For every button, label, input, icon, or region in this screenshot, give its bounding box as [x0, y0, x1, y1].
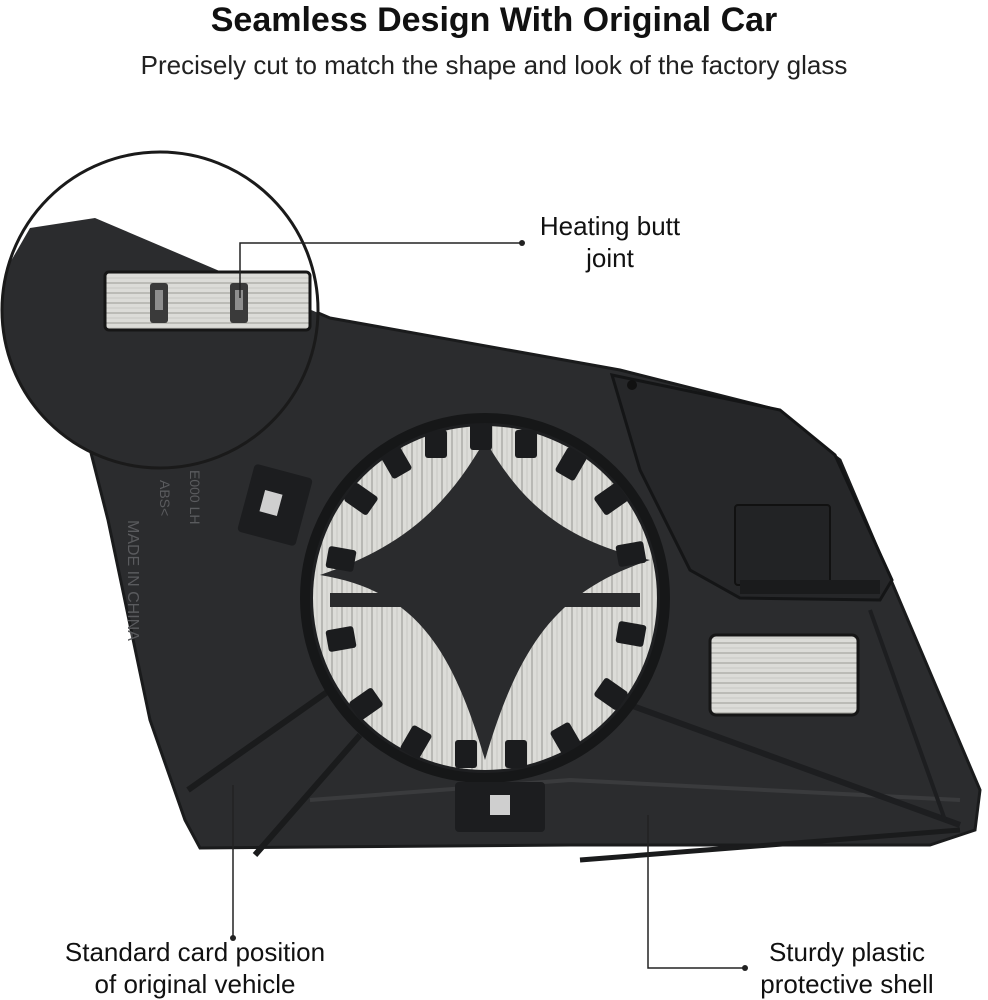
embossed-part-number: E000 LH — [187, 470, 203, 524]
heater-window-right — [708, 633, 860, 717]
embossed-abs: ABS< — [157, 480, 173, 516]
callout-protective-shell: Sturdy plastic protective shell — [760, 937, 934, 999]
mounting-ring — [300, 413, 670, 783]
embossed-made-in-china: MADE IN CHINA — [124, 520, 141, 641]
page-subtitle: Precisely cut to match the shape and loo… — [140, 50, 848, 80]
heater-connector-window — [103, 270, 312, 332]
callout-card-position: Standard card position of original vehic… — [64, 937, 326, 999]
callout-heating-joint: Heating butt joint — [539, 211, 681, 273]
page-title: Seamless Design With Original Car — [210, 1, 778, 39]
magnifier — [2, 152, 318, 468]
clip-tab — [734, 504, 831, 586]
